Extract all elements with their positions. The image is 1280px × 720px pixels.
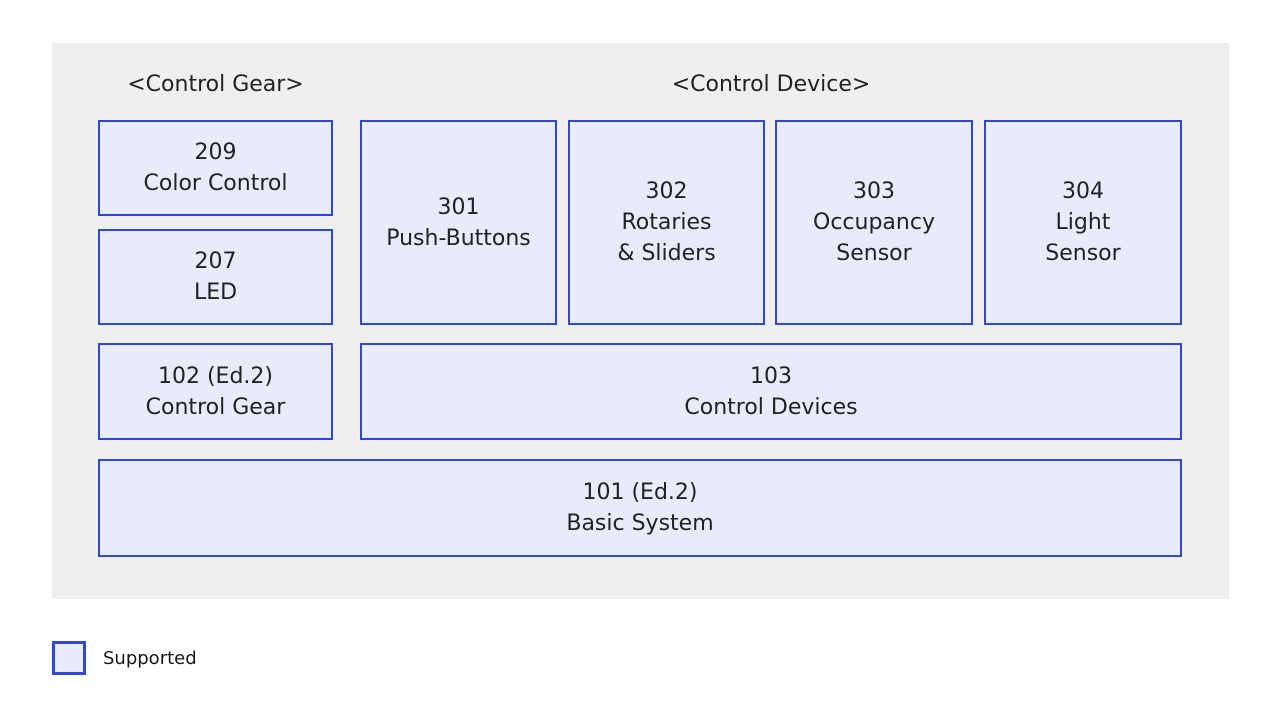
- box-102-control-gear: 102 (Ed.2) Control Gear: [98, 343, 333, 440]
- legend: Supported: [52, 641, 197, 675]
- box-code: 303: [853, 179, 895, 204]
- supported-swatch-icon: [52, 641, 86, 675]
- box-code: 103: [750, 363, 792, 389]
- box-name: LED: [193, 280, 238, 305]
- control-gear-heading: <Control Gear>: [127, 71, 304, 97]
- box-303-occupancy-sensor: 303 Occupancy Sensor: [775, 120, 973, 325]
- box-209-color-control: 209 Color Control: [98, 120, 333, 216]
- box-207-led: 207 LED: [98, 229, 333, 325]
- legend-label: Supported: [103, 647, 197, 669]
- box-103-control-devices: 103 Control Devices: [360, 343, 1182, 440]
- box-name: Control Devices: [684, 394, 858, 420]
- box-code: 304: [1062, 179, 1104, 204]
- box-101-basic-system: 101 (Ed.2) Basic System: [98, 459, 1182, 557]
- box-code: 101 (Ed.2): [582, 480, 698, 505]
- box-code: 207: [194, 249, 237, 274]
- box-name: Rotaries & Sliders: [617, 210, 716, 266]
- box-name: Occupancy Sensor: [813, 210, 935, 266]
- box-name: Color Control: [143, 171, 288, 196]
- diagram-panel: <Control Gear> <Control Device> 209 Colo…: [52, 43, 1229, 599]
- box-name: Light Sensor: [1045, 210, 1121, 266]
- box-name: Control Gear: [145, 394, 286, 420]
- box-code: 102 (Ed.2): [157, 363, 273, 389]
- box-code: 301: [437, 194, 480, 220]
- box-code: 209: [194, 140, 237, 165]
- box-304-light-sensor: 304 Light Sensor: [984, 120, 1182, 325]
- box-code: 302: [645, 179, 688, 204]
- box-name: Push-Buttons: [386, 225, 531, 251]
- box-302-rotaries-sliders: 302 Rotaries & Sliders: [568, 120, 765, 325]
- box-301-push-buttons: 301 Push-Buttons: [360, 120, 557, 325]
- box-name: Basic System: [566, 511, 714, 536]
- control-device-heading: <Control Device>: [671, 71, 871, 97]
